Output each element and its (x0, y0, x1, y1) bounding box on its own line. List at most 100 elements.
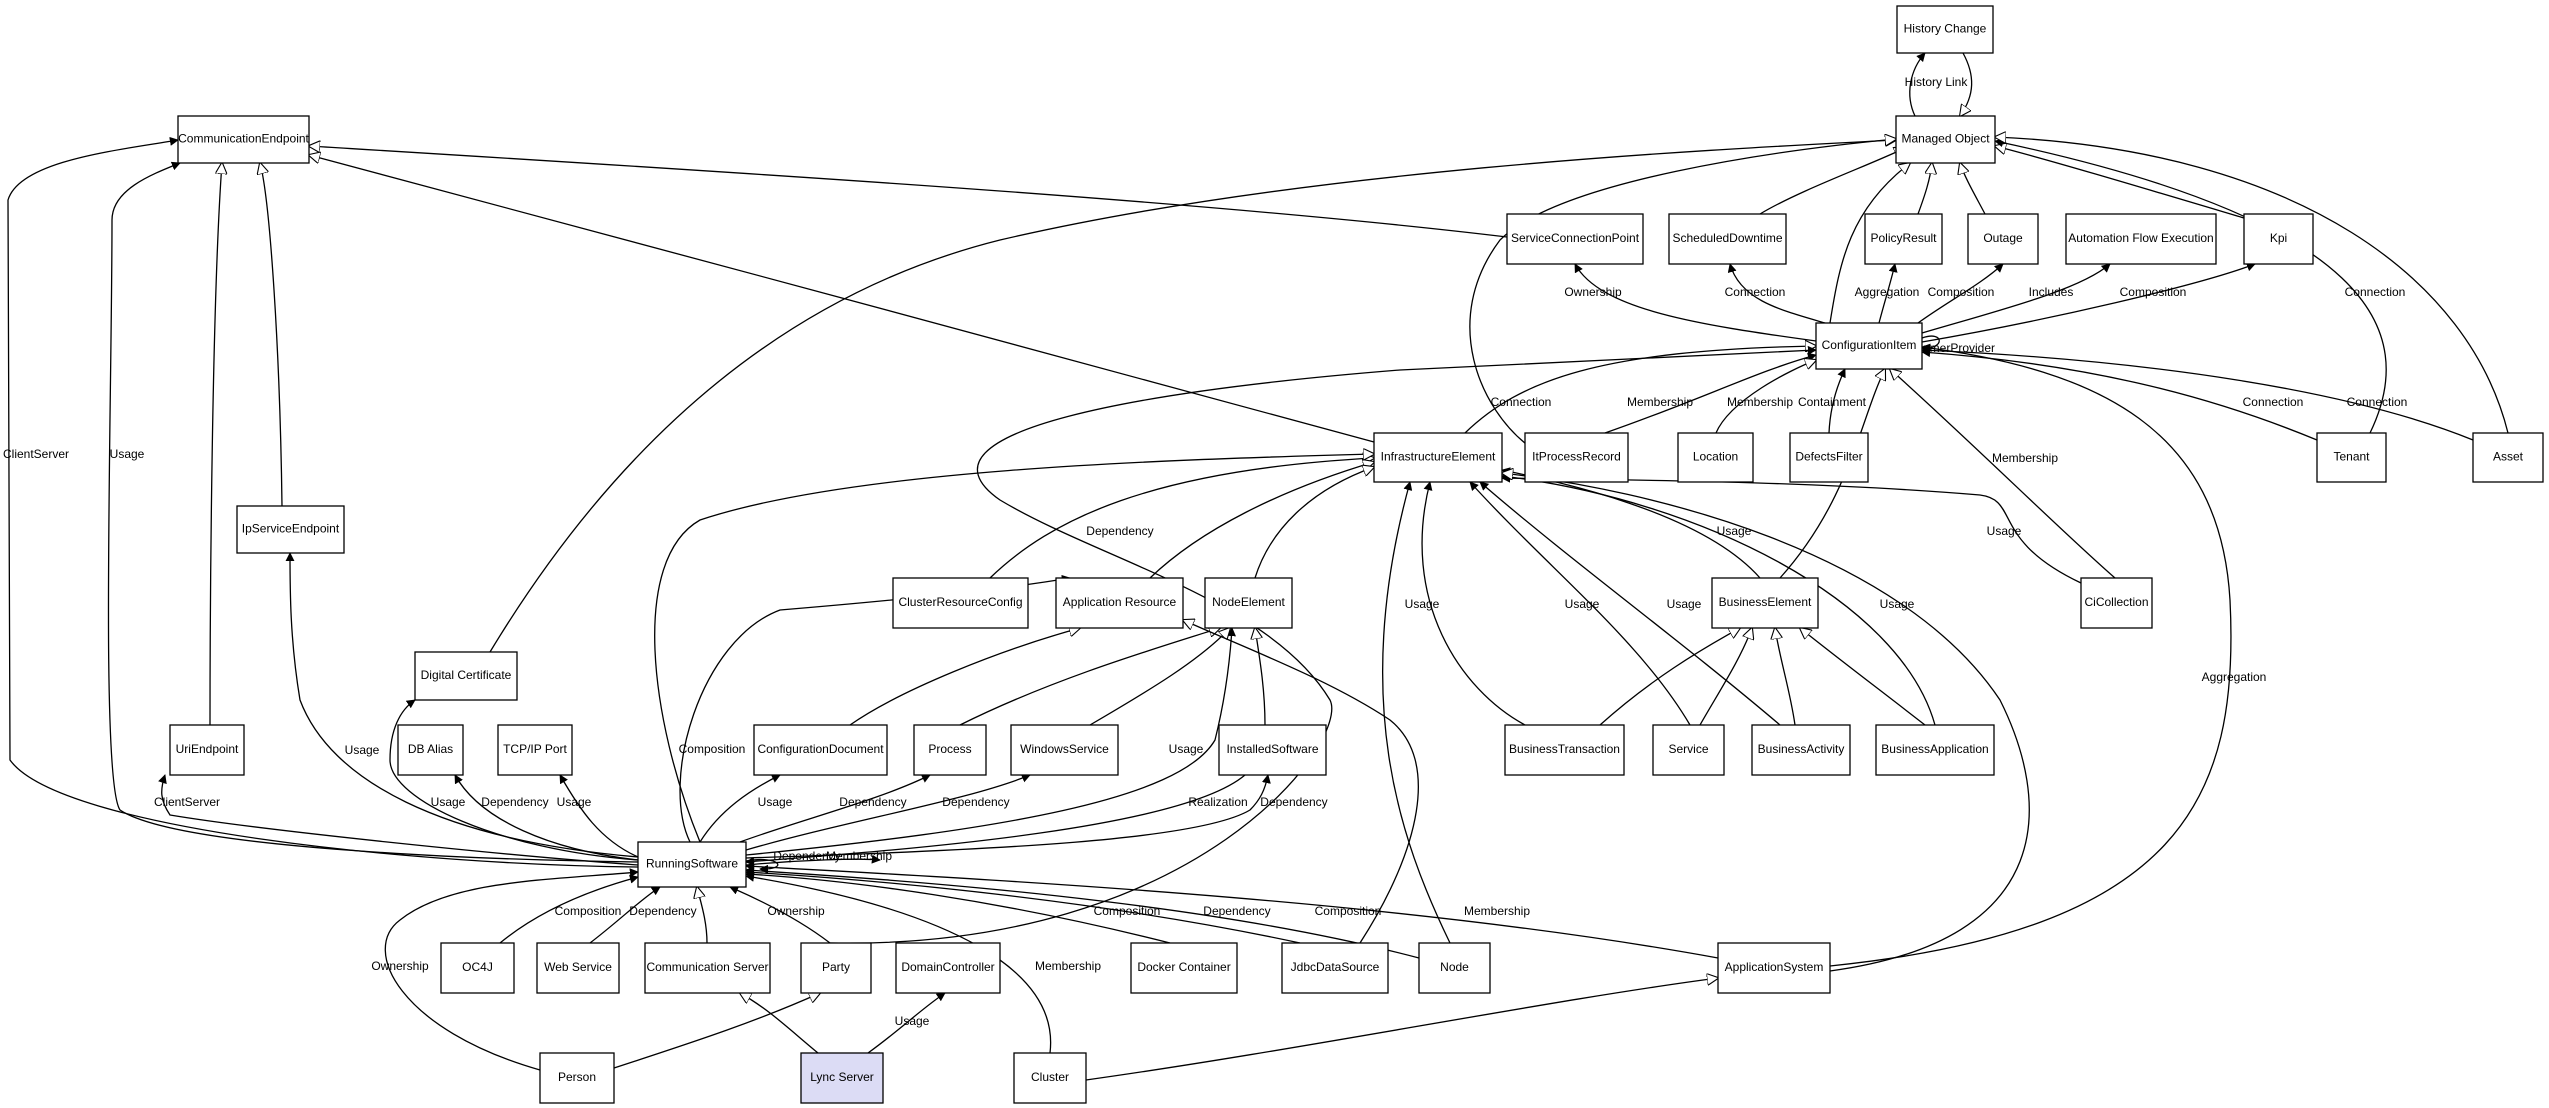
node-configuration-item[interactable]: ConfigurationItem (1815, 322, 1923, 370)
node-db-alias[interactable]: DB Alias (397, 724, 464, 776)
node-windows-service[interactable]: WindowsService (1010, 724, 1119, 776)
edge-running-software-to-digital-certificate (389, 699, 639, 861)
edge-label: Ownership (1564, 285, 1622, 299)
node-configuration-document[interactable]: ConfigurationDocument (753, 724, 888, 776)
node-tenant[interactable]: Tenant (2316, 432, 2387, 483)
node-managed-object[interactable]: Managed Object (1895, 115, 1996, 164)
node-ci-collection[interactable]: CiCollection (2080, 577, 2153, 629)
node-uri-endpoint[interactable]: UriEndpoint (169, 724, 245, 776)
edge-label: Ownership (767, 904, 825, 918)
node-automation-flow-execution[interactable]: Automation Flow Execution (2065, 213, 2217, 265)
node-tcpip-port[interactable]: TCP/IP Port (497, 724, 573, 776)
node-cluster-resource-config[interactable]: ClusterResourceConfig (892, 577, 1029, 629)
node-label: CiCollection (2084, 595, 2148, 609)
node-business-application[interactable]: BusinessApplication (1875, 724, 1995, 776)
edge-it-process-record-to-configuration-item (1604, 352, 1817, 434)
node-web-service[interactable]: Web Service (536, 942, 620, 994)
node-communication-server[interactable]: Communication Server (644, 942, 771, 994)
node-asset[interactable]: Asset (2472, 432, 2544, 483)
edge-label: History Link (1905, 75, 1969, 89)
edge-configuration-item-to-service-connection-point (1574, 263, 1817, 342)
node-box (539, 1052, 615, 1104)
node-box (497, 724, 573, 776)
node-box (1373, 432, 1503, 483)
edge-label: Connection (2243, 395, 2304, 409)
node-defects-filter[interactable]: DefectsFilter (1789, 432, 1869, 483)
node-service[interactable]: Service (1652, 724, 1725, 776)
node-box (2243, 213, 2314, 265)
node-infrastructure-element[interactable]: InfrastructureElement (1373, 432, 1503, 483)
node-running-software[interactable]: RunningSoftware (637, 841, 747, 888)
node-cluster[interactable]: Cluster (1013, 1052, 1087, 1104)
edge-configuration-item-to-kpi (1921, 262, 2256, 343)
node-ip-service-endpoint[interactable]: IpServiceEndpoint (236, 505, 345, 554)
node-box (753, 724, 888, 776)
node-label: BusinessElement (1719, 595, 1812, 609)
node-business-element[interactable]: BusinessElement (1711, 577, 1819, 629)
edge-label: Ownership (371, 959, 429, 973)
edge-label: Usage (1169, 742, 1204, 756)
edge-application-system-to-configuration-item (1829, 343, 2232, 967)
node-lync-server[interactable]: Lync Server (800, 1052, 884, 1104)
node-label: Web Service (544, 960, 612, 974)
node-location[interactable]: Location (1677, 432, 1754, 483)
node-label: DefectsFilter (1795, 450, 1862, 464)
edge-label: Membership (1035, 959, 1101, 973)
node-party[interactable]: Party (800, 942, 872, 994)
edge-docker-container-to-running-software (745, 869, 1171, 944)
node-outage[interactable]: Outage (1967, 213, 2039, 265)
node-service-connection-point[interactable]: ServiceConnectionPoint (1506, 213, 1644, 265)
node-box (2316, 432, 2387, 483)
edge-web-service-to-running-software (589, 886, 661, 944)
node-policy-result[interactable]: PolicyResult (1864, 213, 1943, 265)
edge-running-software-to-windows-service (745, 773, 1031, 851)
node-label: Tenant (2333, 450, 2370, 464)
edge-label: Usage (431, 795, 466, 809)
node-label: BusinessActivity (1758, 742, 1845, 756)
edge-running-software-to-communication-endpoint (7, 136, 639, 868)
node-label: Docker Container (1137, 960, 1230, 974)
edge-application-system-to-running-software (745, 861, 1719, 959)
node-box (644, 942, 771, 994)
node-jdbc-data-source[interactable]: JdbcDataSource (1281, 942, 1389, 994)
edge-service-connection-point-to-communication-endpoint (309, 146, 1508, 238)
node-docker-container[interactable]: Docker Container (1130, 942, 1238, 994)
node-kpi[interactable]: Kpi (2243, 213, 2314, 265)
node-application-resource[interactable]: Application Resource (1055, 577, 1184, 629)
edge-label: Membership (1992, 451, 2058, 465)
node-person[interactable]: Person (539, 1052, 615, 1104)
node-process[interactable]: Process (913, 724, 987, 776)
node-installed-software[interactable]: InstalledSoftware (1218, 724, 1327, 776)
node-scheduled-downtime[interactable]: ScheduledDowntime (1668, 213, 1787, 265)
node-history-change[interactable]: History Change (1896, 5, 1994, 54)
node-box (1524, 432, 1629, 483)
node-domain-controller[interactable]: DomainController (895, 942, 1001, 994)
edges-layer (7, 52, 2509, 1081)
node-oc4j[interactable]: OC4J (440, 942, 515, 994)
node-box (1864, 213, 1943, 265)
edge-configuration-document-to-application-resource (849, 628, 1080, 726)
node-label: InstalledSoftware (1226, 742, 1318, 756)
edge-business-application-to-business-element (1800, 628, 1926, 726)
node-it-process-record[interactable]: ItProcessRecord (1524, 432, 1629, 483)
node-application-system[interactable]: ApplicationSystem (1717, 942, 1831, 994)
node-box (1218, 724, 1327, 776)
node-business-activity[interactable]: BusinessActivity (1751, 724, 1851, 776)
node-label: Digital Certificate (421, 668, 512, 682)
edge-party-to-configuration-item (829, 345, 1817, 944)
edge-managed-object-to-history-change (1909, 52, 1926, 117)
node-digital-certificate[interactable]: Digital Certificate (414, 651, 518, 701)
node-business-transaction[interactable]: BusinessTransaction (1504, 724, 1625, 776)
node-label: NodeElement (1212, 595, 1285, 609)
edge-label: Dependency (481, 795, 548, 809)
node-communication-endpoint[interactable]: CommunicationEndpoint (177, 115, 310, 164)
node-box (1815, 322, 1923, 370)
edge-installed-software-to-node-element (1255, 628, 1266, 726)
node-node-element[interactable]: NodeElement (1204, 577, 1293, 629)
node-box (440, 942, 515, 994)
edge-digital-certificate-to-managed-object (489, 140, 1896, 653)
node-node[interactable]: Node (1418, 942, 1491, 994)
edge-lync-server-to-domain-controller (867, 992, 946, 1054)
edge-node-to-infrastructure-element (1382, 481, 1451, 944)
